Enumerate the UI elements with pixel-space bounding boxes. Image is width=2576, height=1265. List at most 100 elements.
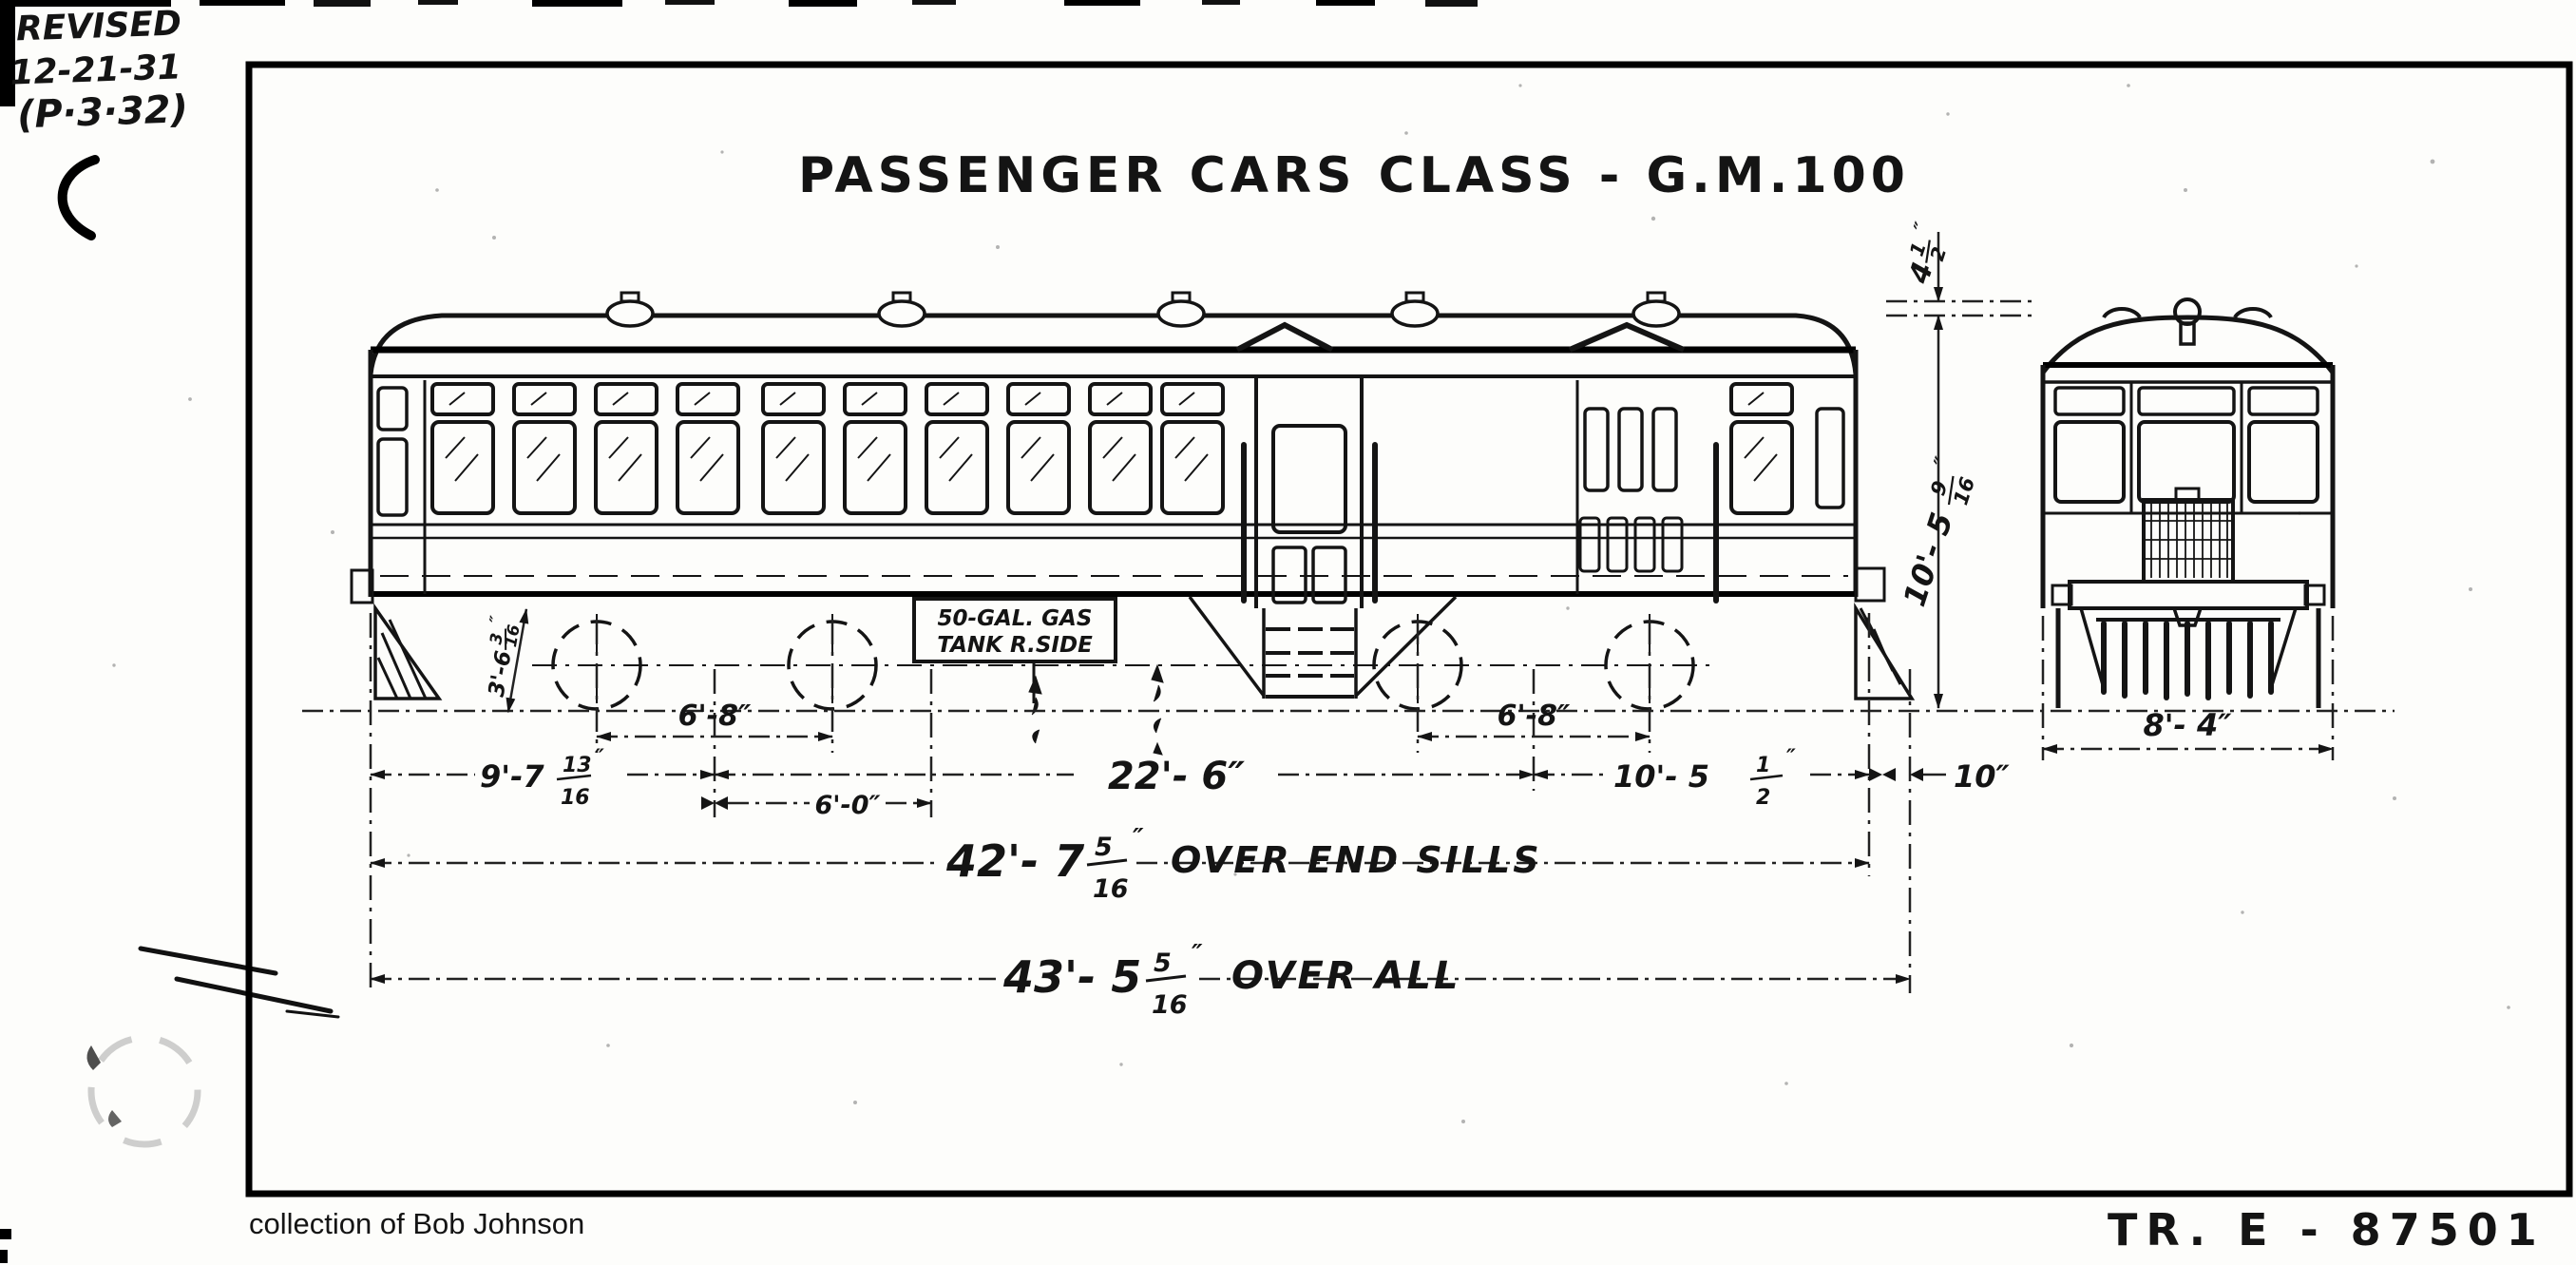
- passenger-door: [1188, 378, 1458, 699]
- underbody-dim-marks: [1028, 663, 1164, 756]
- svg-text:2: 2: [1756, 786, 1770, 810]
- drawing-border: [245, 61, 2573, 1198]
- revision-line2: 12-21-31: [10, 48, 182, 92]
- end-windows: [2053, 382, 2319, 513]
- svg-text:16: 16: [1093, 874, 1129, 904]
- beam-end-block: [2303, 584, 2326, 606]
- dim-arrow-pair: [1869, 768, 1896, 781]
- dim-end-to-truck-center: 9'-7 13 16 ″: [480, 746, 604, 810]
- dim-rail-to-roof: 10'- 5 9 16 ″: [1896, 453, 1979, 611]
- engine-window: [1583, 407, 1610, 492]
- dim-truck-to-tank: 6'-0″: [814, 791, 880, 820]
- svg-text:OVER END SILLS: OVER END SILLS: [1171, 839, 1542, 881]
- dim-over-all: 43'- 5 5 16 ″ OVER ALL: [1002, 940, 1461, 1020]
- beam-end-block: [2051, 584, 2073, 606]
- drawing-title: PASSENGER CARS CLASS - G.M.100: [798, 147, 1910, 204]
- dim-truck-wheelbase-right: 6'-8″: [1498, 700, 1571, 733]
- svg-text:″: ″: [1909, 220, 1934, 235]
- end-door-window-upper: [376, 386, 409, 431]
- engine-window: [1651, 407, 1678, 492]
- svg-text:13: 13: [563, 754, 592, 777]
- revision-note: REVISED 12-21-31 (P·3·32): [10, 4, 189, 137]
- end-roof-ventilator: [2233, 307, 2273, 319]
- revision-line1: REVISED: [15, 4, 181, 48]
- dim-truck-wheelbase-left: 6'-8″: [678, 700, 752, 733]
- dimension-layer: 6'-8″ 6'-8″ 8'- 4″ 9'-7 13 16 ″ 22'- 6″ …: [302, 220, 2395, 1020]
- svg-text:5: 5: [1154, 949, 1172, 978]
- engine-window: [1617, 407, 1644, 492]
- headlight-stem: [2179, 321, 2196, 346]
- engine-louvre: [1606, 516, 1629, 573]
- svg-text:″: ″: [595, 746, 604, 770]
- door-lower-light: [1311, 546, 1347, 604]
- svg-text:2: 2: [1925, 244, 1951, 264]
- end-roof-ventilator: [2102, 307, 2142, 319]
- dim-step-height: 3'-6 3 16 ″: [485, 607, 529, 714]
- dim-end-width: 8'- 4″: [2143, 707, 2232, 743]
- extension-lines: [369, 613, 2335, 993]
- engine-compartment: [1578, 407, 1684, 573]
- end-elevation: [2040, 297, 2336, 708]
- roof-ventilator: [1390, 291, 1440, 328]
- svg-text:9'-7: 9'-7: [480, 758, 544, 795]
- end-roof-arch: [2041, 315, 2335, 374]
- gas-tank-label-line1: 50-GAL. GAS: [938, 606, 1093, 631]
- front-door-window: [1815, 407, 1845, 509]
- side-window: [1729, 420, 1794, 515]
- door-window: [1271, 424, 1347, 534]
- left-end-step: [350, 568, 443, 700]
- roof-outline: [368, 313, 1859, 375]
- svg-text:16: 16: [561, 786, 590, 810]
- dim-truck-center-to-end: 10'- 5 1 2 ″: [1613, 746, 1796, 810]
- gas-tank-callout: 50-GAL. GAS TANK R.SIDE: [912, 597, 1117, 703]
- svg-text:10'- 5: 10'- 5: [1896, 508, 1959, 611]
- dim-truck-centers: 22'- 6″: [1108, 755, 1245, 798]
- skirt-diagonal: [1188, 595, 1266, 698]
- dim-arrow-pair: [701, 796, 728, 810]
- svg-text:3: 3: [487, 632, 507, 646]
- gas-tank-label-line2: TANK R.SIDE: [937, 633, 1093, 658]
- dim-pilot-overhang: 10″: [1954, 758, 2011, 795]
- buffer-beam: [2068, 580, 2309, 610]
- engine-louvre: [1633, 516, 1656, 573]
- paper-speckle: [112, 84, 2510, 1123]
- svg-text:″: ″: [1786, 746, 1796, 770]
- svg-text:OVER ALL: OVER ALL: [1231, 954, 1461, 998]
- side-elevation: 50-GAL. GAS TANK R.SIDE: [350, 291, 1916, 756]
- coupler-pocket: [1854, 566, 1886, 603]
- svg-text:″: ″: [487, 614, 506, 624]
- engine-louvre: [1661, 516, 1684, 573]
- svg-text:16: 16: [502, 623, 525, 649]
- svg-text:16: 16: [1152, 990, 1188, 1020]
- skirt-diagonal: [1354, 595, 1458, 698]
- end-door-window-lower: [376, 437, 409, 517]
- right-end-pilot: [1854, 566, 1916, 700]
- collection-credit: collection of Bob Johnson: [249, 1207, 584, 1240]
- svg-text:″: ″: [1930, 453, 1955, 470]
- vertical-dims: 4 1 2 ″ 10'- 5 9 16 ″: [1886, 220, 2033, 709]
- svg-text:4: 4: [1902, 259, 1940, 289]
- drawing-number: TR. E - 87501: [2108, 1204, 2546, 1255]
- end-pilot: [2079, 607, 2298, 700]
- roof-ventilator: [877, 291, 926, 328]
- roof-ventilator: [1156, 291, 1206, 328]
- dim-vent-height: 4 1 2 ″: [1902, 220, 1951, 289]
- revision-line3: (P·3·32): [16, 87, 188, 137]
- svg-text:5: 5: [1095, 833, 1113, 862]
- headlight: [2173, 297, 2202, 326]
- side-windows: [430, 382, 1225, 515]
- roof-hatch: [1235, 321, 1334, 353]
- svg-text:″: ″: [1133, 824, 1144, 853]
- radiator: [2142, 487, 2235, 584]
- handwritten-mark: [57, 155, 100, 240]
- svg-text:1: 1: [1756, 754, 1770, 777]
- svg-text:″: ″: [1192, 940, 1203, 968]
- svg-text:42'- 7: 42'- 7: [945, 835, 1084, 887]
- engine-louvre: [1578, 516, 1601, 573]
- door-lower-light: [1271, 546, 1307, 604]
- coupler-pocket: [350, 568, 374, 604]
- roof-hatch: [1568, 321, 1686, 353]
- svg-text:43'- 5: 43'- 5: [1002, 951, 1141, 1003]
